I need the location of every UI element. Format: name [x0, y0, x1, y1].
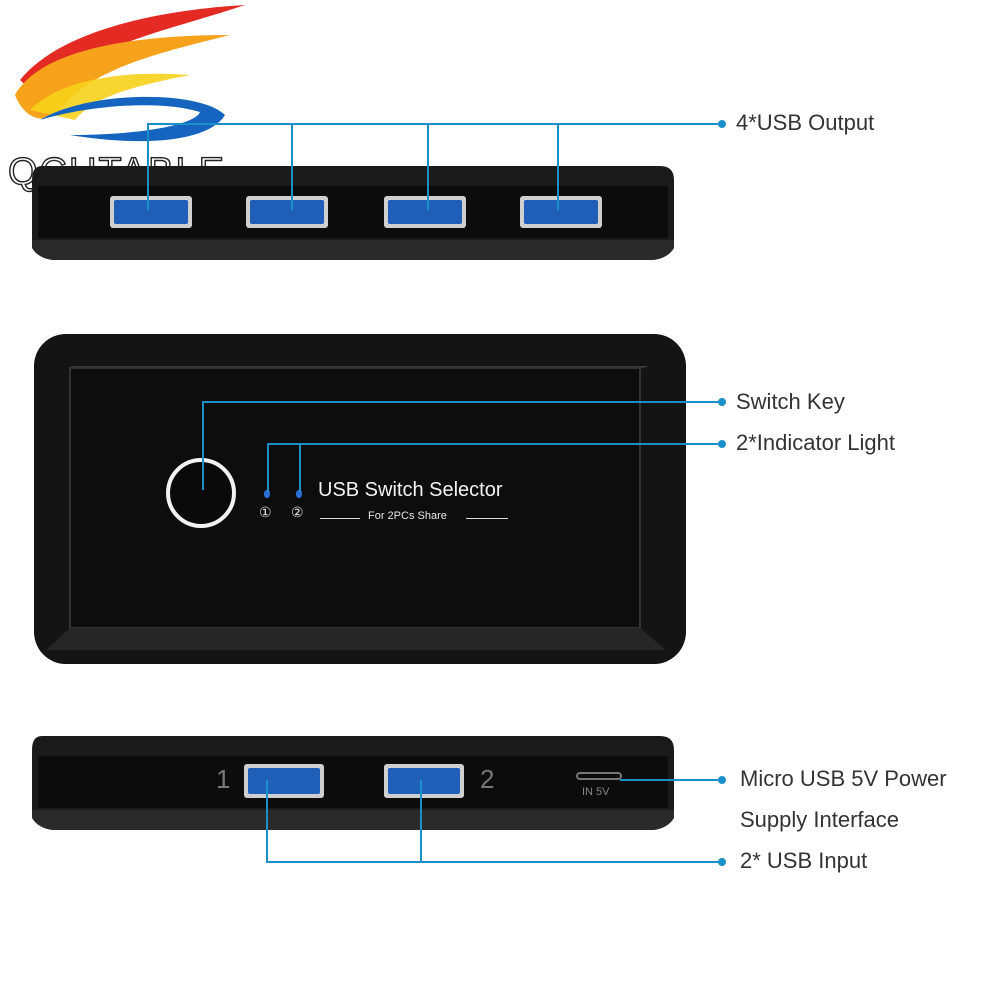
callout-dot	[718, 440, 726, 448]
indicator-number-1: ①	[259, 504, 272, 520]
label-micro-usb-line1: Micro USB 5V Power	[740, 766, 947, 791]
usb-output-port	[246, 196, 328, 228]
label-switch-key: Switch Key	[736, 389, 845, 414]
micro-usb-power-port	[576, 772, 622, 780]
label-micro-usb-line2: Supply Interface	[740, 807, 899, 832]
switch-key-button[interactable]	[166, 458, 236, 528]
usb-input-port-1-number: 1	[216, 764, 231, 794]
usb-output-port	[110, 196, 192, 228]
callout-dot	[718, 776, 726, 784]
callout-dot	[718, 858, 726, 866]
label-usb-input: 2* USB Input	[740, 848, 868, 873]
subtitle-rule-right	[466, 518, 508, 519]
indicator-number-2: ②	[291, 504, 304, 520]
callout-dot	[718, 398, 726, 406]
device-top-view	[32, 166, 674, 260]
usb-input-port	[244, 764, 324, 798]
callout-dot	[718, 120, 726, 128]
label-indicator-light: 2*Indicator Light	[736, 430, 895, 455]
device-front-subtitle: For 2PCs Share	[368, 510, 447, 522]
device-bottom-view	[32, 736, 674, 830]
subtitle-rule-left	[320, 518, 360, 519]
indicator-light-2	[296, 490, 302, 498]
indicator-light-1	[264, 490, 270, 498]
usb-output-port	[520, 196, 602, 228]
usb-input-port-2-number: 2	[480, 764, 495, 794]
logo-blue-swoosh	[40, 96, 225, 142]
label-usb-output: 4*USB Output	[736, 110, 875, 135]
usb-output-port	[384, 196, 466, 228]
power-port-label: IN 5V	[582, 786, 610, 798]
device-front-view	[34, 334, 686, 664]
device-front-title: USB Switch Selector	[318, 479, 503, 501]
usb-input-port	[384, 764, 464, 798]
